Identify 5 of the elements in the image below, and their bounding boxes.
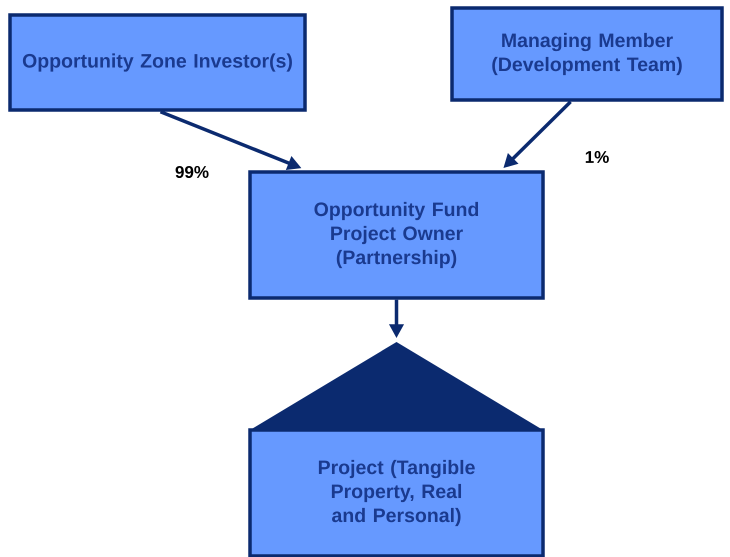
edge-label: 99% [176, 166, 209, 178]
process-box: Opportunity Fund Project Owner (Partnership) [248, 170, 545, 300]
process-box: Managing Member (Development Team) [450, 6, 724, 102]
process-box: Opportunity Zone Investor(s) [8, 13, 307, 112]
edge-label: 1% [586, 151, 609, 163]
